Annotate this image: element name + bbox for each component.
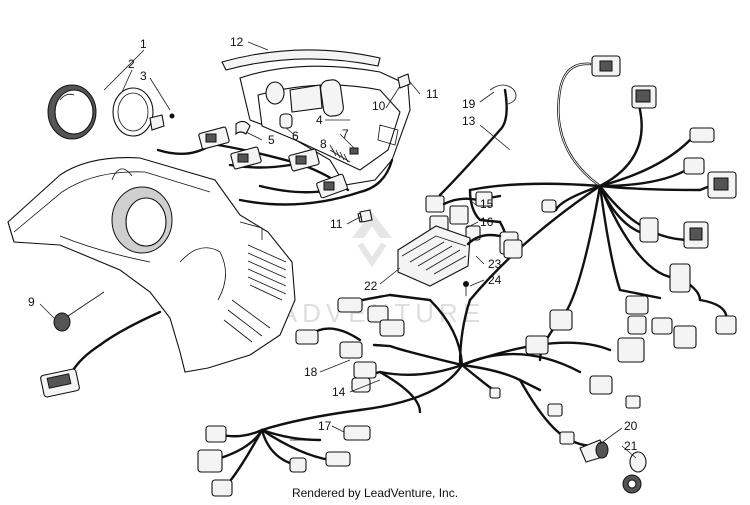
callout-21: 21 <box>624 439 638 453</box>
callout-8: 8 <box>320 137 327 151</box>
hood-grille <box>223 244 287 343</box>
callout-7: 7 <box>342 127 349 141</box>
clip-19 <box>489 84 517 105</box>
callout-13: 13 <box>462 114 476 128</box>
callout-9: 9 <box>28 295 35 309</box>
callout-11b: 11 <box>330 217 343 231</box>
sensor-20 <box>579 439 609 463</box>
callout-24: 24 <box>488 273 502 287</box>
boot-21 <box>622 451 647 494</box>
callout-22: 22 <box>364 279 378 293</box>
callout-12: 12 <box>230 35 244 49</box>
callout-23: 23 <box>488 257 502 271</box>
main-harness <box>438 55 737 367</box>
leader-lines <box>39 41 637 459</box>
footer-credit: Rendered by LeadVenture, Inc. <box>291 486 459 500</box>
callout-15: 15 <box>480 197 494 211</box>
bolt-9 <box>53 291 105 332</box>
callout-3: 3 <box>140 69 147 83</box>
callout-10: 10 <box>372 99 386 113</box>
headlight-assembly <box>47 84 175 140</box>
callout-20: 20 <box>624 419 638 433</box>
left-harness-plug <box>40 310 162 398</box>
windshield <box>221 49 381 71</box>
callout-2: 2 <box>128 57 135 71</box>
callout-4: 4 <box>316 113 323 127</box>
clip-10 <box>397 73 411 89</box>
callout-1: 1 <box>140 37 147 51</box>
relay-bank <box>425 191 502 241</box>
callout-19: 19 <box>462 97 476 111</box>
callout-6: 6 <box>292 129 299 143</box>
callout-11a: 11 <box>426 87 439 101</box>
callout-17: 17 <box>318 419 332 433</box>
callout-14: 14 <box>332 385 346 399</box>
clip-11a <box>359 209 373 223</box>
dash-panel <box>239 65 411 186</box>
callout-5: 5 <box>268 133 275 147</box>
hood-cowl <box>7 157 296 373</box>
lower-harness <box>197 293 645 497</box>
callout-labels: 1 2 3 4 5 6 7 8 9 10 11 11 12 13 14 15 1… <box>28 35 638 453</box>
voltage-regulator <box>397 225 523 296</box>
callout-18: 18 <box>304 365 318 379</box>
callout-16: 16 <box>480 215 494 229</box>
